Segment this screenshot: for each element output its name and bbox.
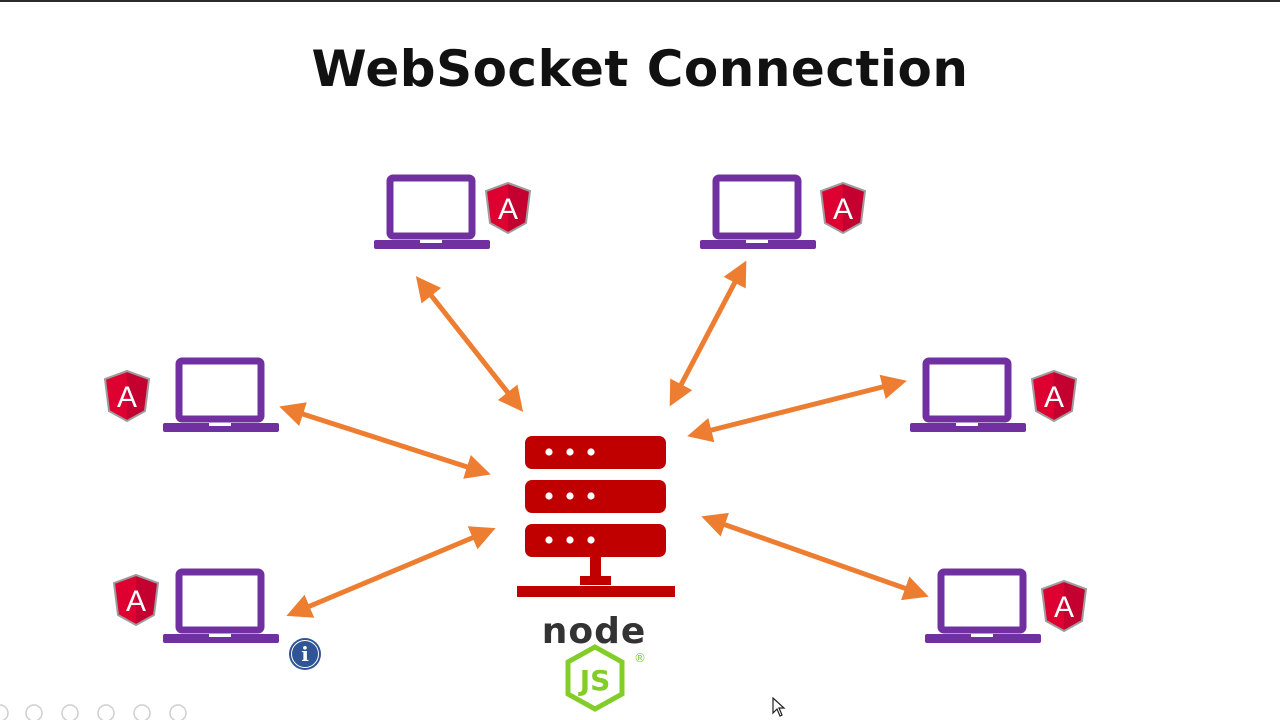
svg-text:A: A xyxy=(117,381,137,414)
nodejs-logo-icon: node JS ® xyxy=(542,611,646,712)
network-base-icon xyxy=(517,557,675,597)
zoom-icon[interactable] xyxy=(133,704,151,720)
slide-title: WebSocket Connection xyxy=(311,40,969,98)
laptop-icon xyxy=(700,178,816,249)
arrow-mid-right xyxy=(687,374,907,443)
pen-icon[interactable] xyxy=(61,704,79,720)
more-options-icon[interactable] xyxy=(169,704,187,720)
info-icon[interactable]: i xyxy=(289,638,321,670)
presentation-toolbar xyxy=(0,704,187,720)
svg-text:A: A xyxy=(1054,591,1074,624)
cursor-icon xyxy=(772,697,786,717)
laptop-icon xyxy=(163,572,279,643)
laptop-icon xyxy=(910,361,1026,432)
svg-text:A: A xyxy=(126,585,146,618)
angular-logo-icon: A xyxy=(485,182,531,234)
arrow-top-left xyxy=(415,276,524,412)
client-top-right: A xyxy=(700,178,866,249)
laptop-icon xyxy=(374,178,490,249)
arrow-top-right xyxy=(669,260,747,407)
slides-grid-icon[interactable] xyxy=(97,704,115,720)
connection-arrows xyxy=(279,260,929,618)
prev-slide-icon[interactable] xyxy=(0,704,9,720)
svg-text:A: A xyxy=(498,193,518,226)
client-mid-right: A xyxy=(910,361,1077,432)
client-mid-left: A xyxy=(104,361,279,432)
angular-logo-icon: A xyxy=(820,182,866,234)
client-top-left: A xyxy=(374,178,531,249)
angular-logo-icon: A xyxy=(1031,370,1077,422)
client-bottom-right: A xyxy=(925,572,1087,643)
svg-text:A: A xyxy=(833,193,853,226)
angular-logo-icon: A xyxy=(1041,580,1087,632)
arrow-bottom-left xyxy=(286,526,496,618)
angular-logo-icon: A xyxy=(113,574,159,626)
arrow-mid-left xyxy=(279,402,491,479)
play-icon[interactable] xyxy=(25,704,43,720)
top-border xyxy=(0,0,1280,2)
client-bottom-left: A xyxy=(113,572,279,643)
angular-logo-icon: A xyxy=(104,370,150,422)
laptop-icon xyxy=(925,572,1041,643)
server-rack-icon xyxy=(525,436,666,557)
laptop-icon xyxy=(163,361,279,432)
svg-text:JS: JS xyxy=(578,664,611,697)
svg-text:i: i xyxy=(301,642,309,666)
svg-text:®: ® xyxy=(634,651,646,665)
svg-text:A: A xyxy=(1044,381,1064,414)
arrow-bottom-right xyxy=(701,512,929,601)
